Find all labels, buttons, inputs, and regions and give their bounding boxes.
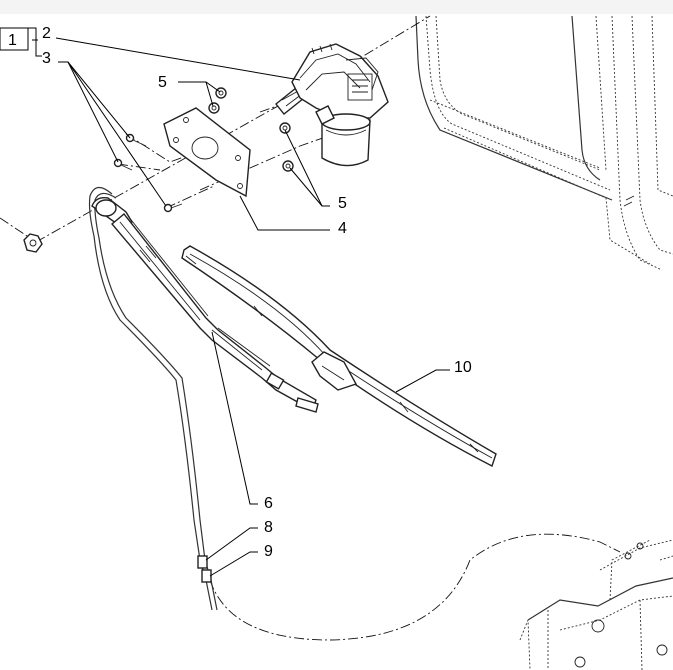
- callout-10: 10: [454, 359, 472, 376]
- fasteners: [23, 87, 294, 253]
- callout-6: 6: [264, 495, 273, 512]
- callout-3: 3: [42, 50, 51, 67]
- bolt-a: [125, 133, 147, 147]
- callout-9: 9: [264, 543, 273, 560]
- bolt-b: [113, 158, 133, 171]
- cab-lower-corner: [519, 539, 673, 670]
- callout-5-top: 5: [158, 74, 167, 91]
- leader-lines: [8, 27, 450, 577]
- callout-labels: 1 2 3 5 5 4 10 6 8 9: [0, 25, 472, 560]
- callout-4: 4: [338, 220, 347, 237]
- callout-5-bottom: 5: [338, 195, 347, 212]
- nut-top-a: [215, 87, 227, 99]
- mounting-plate: [163, 107, 251, 198]
- assembly-centerlines: [0, 15, 621, 641]
- callout-1: 1: [8, 32, 17, 49]
- top-strip: [0, 0, 673, 14]
- callout-2: 2: [42, 25, 51, 42]
- bolt-c: [163, 203, 183, 213]
- wiper-blade: [181, 245, 497, 467]
- nut-large: [23, 233, 43, 253]
- nut-mid-a: [279, 122, 291, 134]
- wiper-arm: [91, 196, 319, 413]
- callout-box-1: [0, 27, 29, 51]
- nut-top-b: [208, 102, 220, 114]
- cab-outline: [415, 15, 673, 271]
- callout-8: 8: [264, 519, 273, 536]
- washer-hose: [88, 186, 218, 611]
- wiper-motor: [275, 43, 389, 167]
